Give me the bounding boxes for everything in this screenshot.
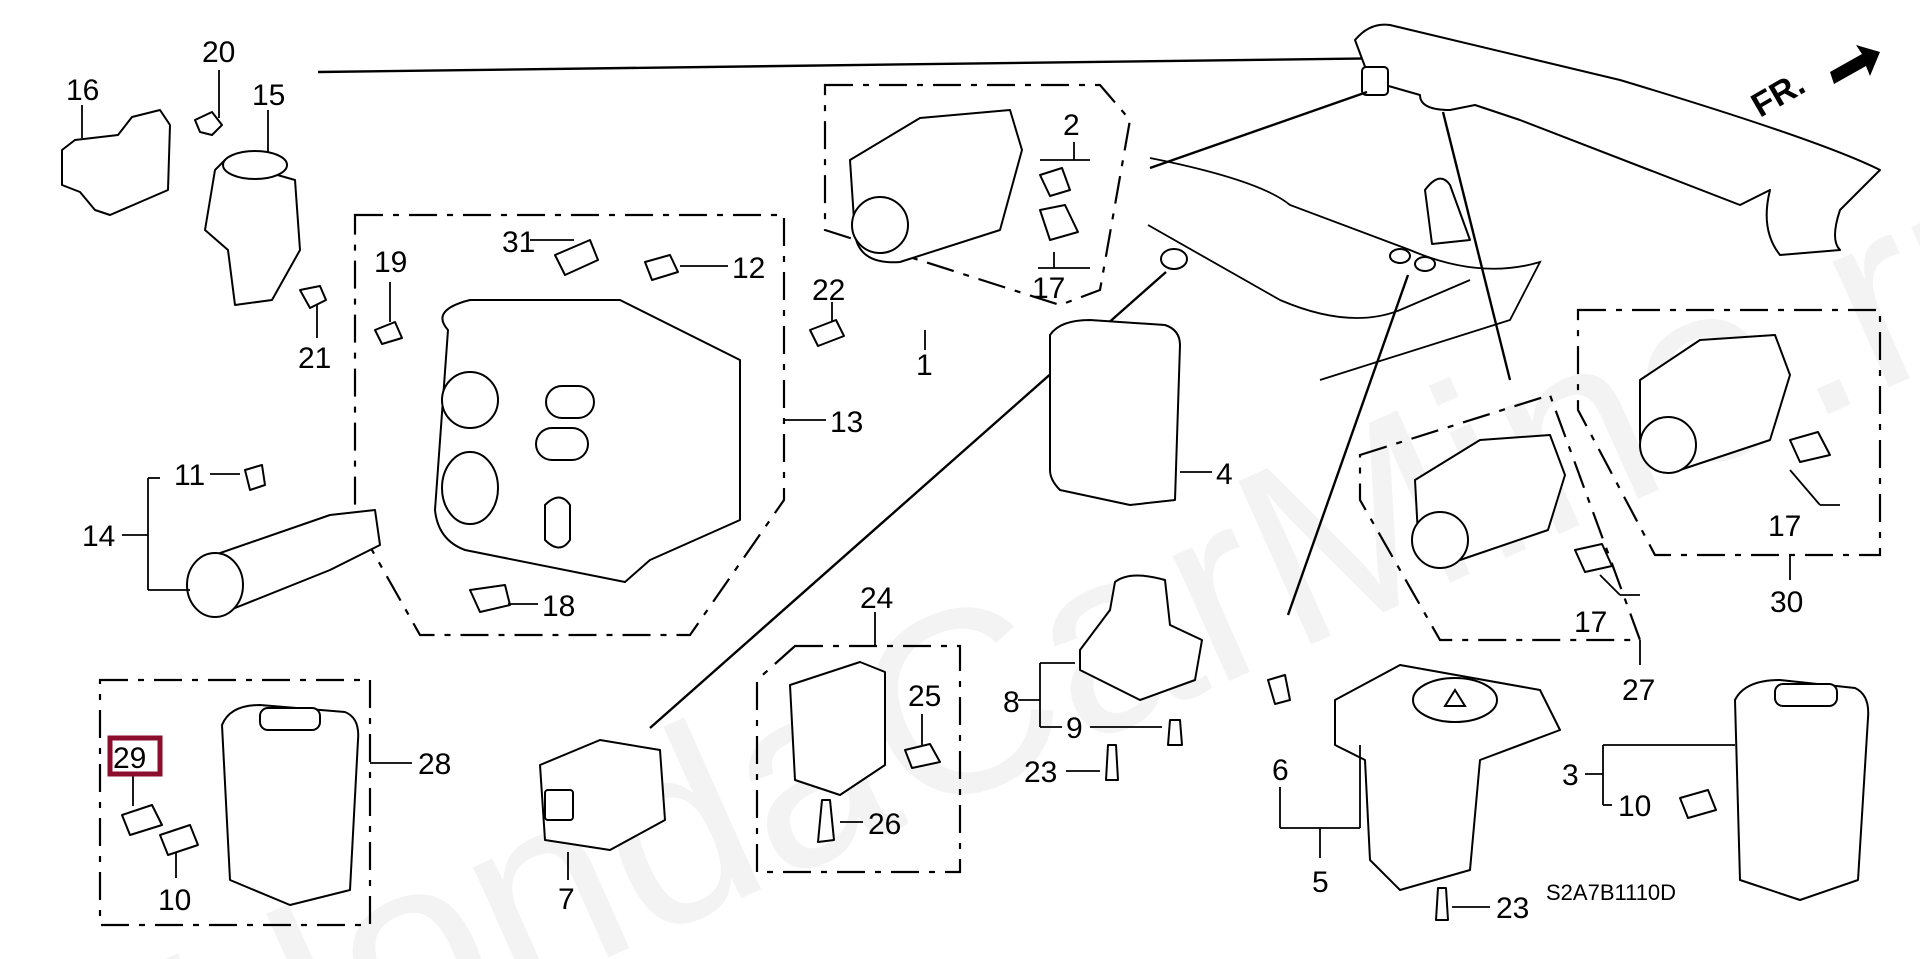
callouts: 2 1 17 16 20 15 21 31 12 19 22 13 18 4 1… xyxy=(66,36,1803,925)
callout-18[interactable]: 18 xyxy=(542,590,575,623)
group-1-outline xyxy=(823,83,1132,307)
callout-11[interactable]: 11 xyxy=(174,459,205,492)
selected-part-highlight xyxy=(107,735,163,777)
part-switch-7 xyxy=(539,739,666,851)
callout-27[interactable]: 27 xyxy=(1622,674,1655,707)
group-28-outline xyxy=(98,678,372,927)
part-switch-15 xyxy=(204,150,301,306)
watermark: HondaCarMine.ru xyxy=(114,87,1920,959)
part-screw-23b xyxy=(1435,887,1449,921)
front-direction-indicator: FR. xyxy=(1745,45,1880,125)
callout-22[interactable]: 22 xyxy=(812,274,845,307)
front-label: FR. xyxy=(1745,65,1811,125)
callout-16[interactable]: 16 xyxy=(66,74,99,107)
callout-9[interactable]: 9 xyxy=(1066,712,1083,745)
part-bolt-20 xyxy=(194,111,223,136)
callout-6[interactable]: 6 xyxy=(1272,754,1289,787)
callout-5[interactable]: 5 xyxy=(1312,866,1329,899)
callout-8[interactable]: 8 xyxy=(1003,686,1020,719)
part-hazard-switch-5 xyxy=(1334,664,1561,891)
dash-switch-slot xyxy=(1361,66,1389,96)
part-switch-24 xyxy=(789,661,886,796)
part-screw-22 xyxy=(809,319,845,347)
part-bulb-2 xyxy=(1039,167,1071,197)
part-clip-11 xyxy=(244,464,266,491)
group-24-outline xyxy=(755,644,962,874)
part-bracket-16 xyxy=(61,109,171,216)
part-clip-18 xyxy=(469,584,511,613)
callout-7[interactable]: 7 xyxy=(558,883,575,916)
part-cover-4 xyxy=(1049,319,1181,506)
watermark-text: HondaCarMine.ru xyxy=(114,87,1920,959)
callout-10-left[interactable]: 10 xyxy=(158,884,191,917)
callout-17-top[interactable]: 17 xyxy=(1032,272,1065,305)
part-bolt-21 xyxy=(299,285,327,309)
part-screw-23a xyxy=(1105,744,1119,781)
part-clip-6 xyxy=(1267,674,1291,705)
group-27-outline xyxy=(1358,393,1642,642)
callout-19[interactable]: 19 xyxy=(374,246,407,279)
diagram-code: S2A7B1110D xyxy=(1546,880,1676,905)
part-switch-8 xyxy=(1079,574,1203,701)
part-socket-17a xyxy=(1039,204,1079,241)
callout-13[interactable]: 13 xyxy=(830,406,863,439)
part-vsa-switch-30 xyxy=(1639,334,1791,474)
part-clip-19 xyxy=(374,321,403,345)
part-clip-12 xyxy=(644,254,679,281)
part-screw-31 xyxy=(554,239,599,276)
group-30-outline xyxy=(1576,308,1882,557)
part-bulb-10a xyxy=(159,824,199,856)
callout-28[interactable]: 28 xyxy=(418,748,451,781)
callout-26[interactable]: 26 xyxy=(868,808,901,841)
part-socket-14 xyxy=(186,509,381,618)
part-bulb-10b xyxy=(1679,789,1717,819)
part-bulb-17c xyxy=(1789,431,1831,463)
part-screw-9 xyxy=(1167,719,1183,746)
part-switch-28 xyxy=(221,704,360,906)
callout-21[interactable]: 21 xyxy=(298,342,331,375)
part-bulb-25 xyxy=(904,743,941,769)
callout-1[interactable]: 1 xyxy=(916,349,933,382)
callout-23-bottom[interactable]: 23 xyxy=(1496,892,1529,925)
callout-23-middle[interactable]: 23 xyxy=(1024,756,1057,789)
callout-17-mid[interactable]: 17 xyxy=(1574,606,1607,639)
callout-15[interactable]: 15 xyxy=(252,79,285,112)
callout-14[interactable]: 14 xyxy=(82,520,115,553)
callout-29[interactable]: 29 xyxy=(113,742,146,775)
callout-4[interactable]: 4 xyxy=(1216,458,1233,491)
part-switch-1 xyxy=(849,109,1023,264)
callout-24[interactable]: 24 xyxy=(860,582,893,615)
callout-2[interactable]: 2 xyxy=(1063,109,1080,142)
callout-17-right[interactable]: 17 xyxy=(1768,510,1801,543)
part-bulb-17b xyxy=(1574,543,1613,573)
callout-12[interactable]: 12 xyxy=(732,252,765,285)
callout-25[interactable]: 25 xyxy=(908,680,941,713)
callout-3[interactable]: 3 xyxy=(1562,759,1579,792)
callout-20[interactable]: 20 xyxy=(202,36,235,69)
part-switch-3 xyxy=(1734,679,1870,901)
callout-30[interactable]: 30 xyxy=(1770,586,1803,619)
part-audio-control-panel-13 xyxy=(434,299,741,583)
callout-10-right[interactable]: 10 xyxy=(1618,790,1651,823)
front-arrow-icon xyxy=(1830,45,1880,84)
part-pin-26 xyxy=(817,799,835,843)
part-bulb-29 xyxy=(121,804,163,836)
leader-line xyxy=(317,56,1401,74)
part-switch-27 xyxy=(1411,434,1566,569)
callout-31[interactable]: 31 xyxy=(502,226,535,259)
